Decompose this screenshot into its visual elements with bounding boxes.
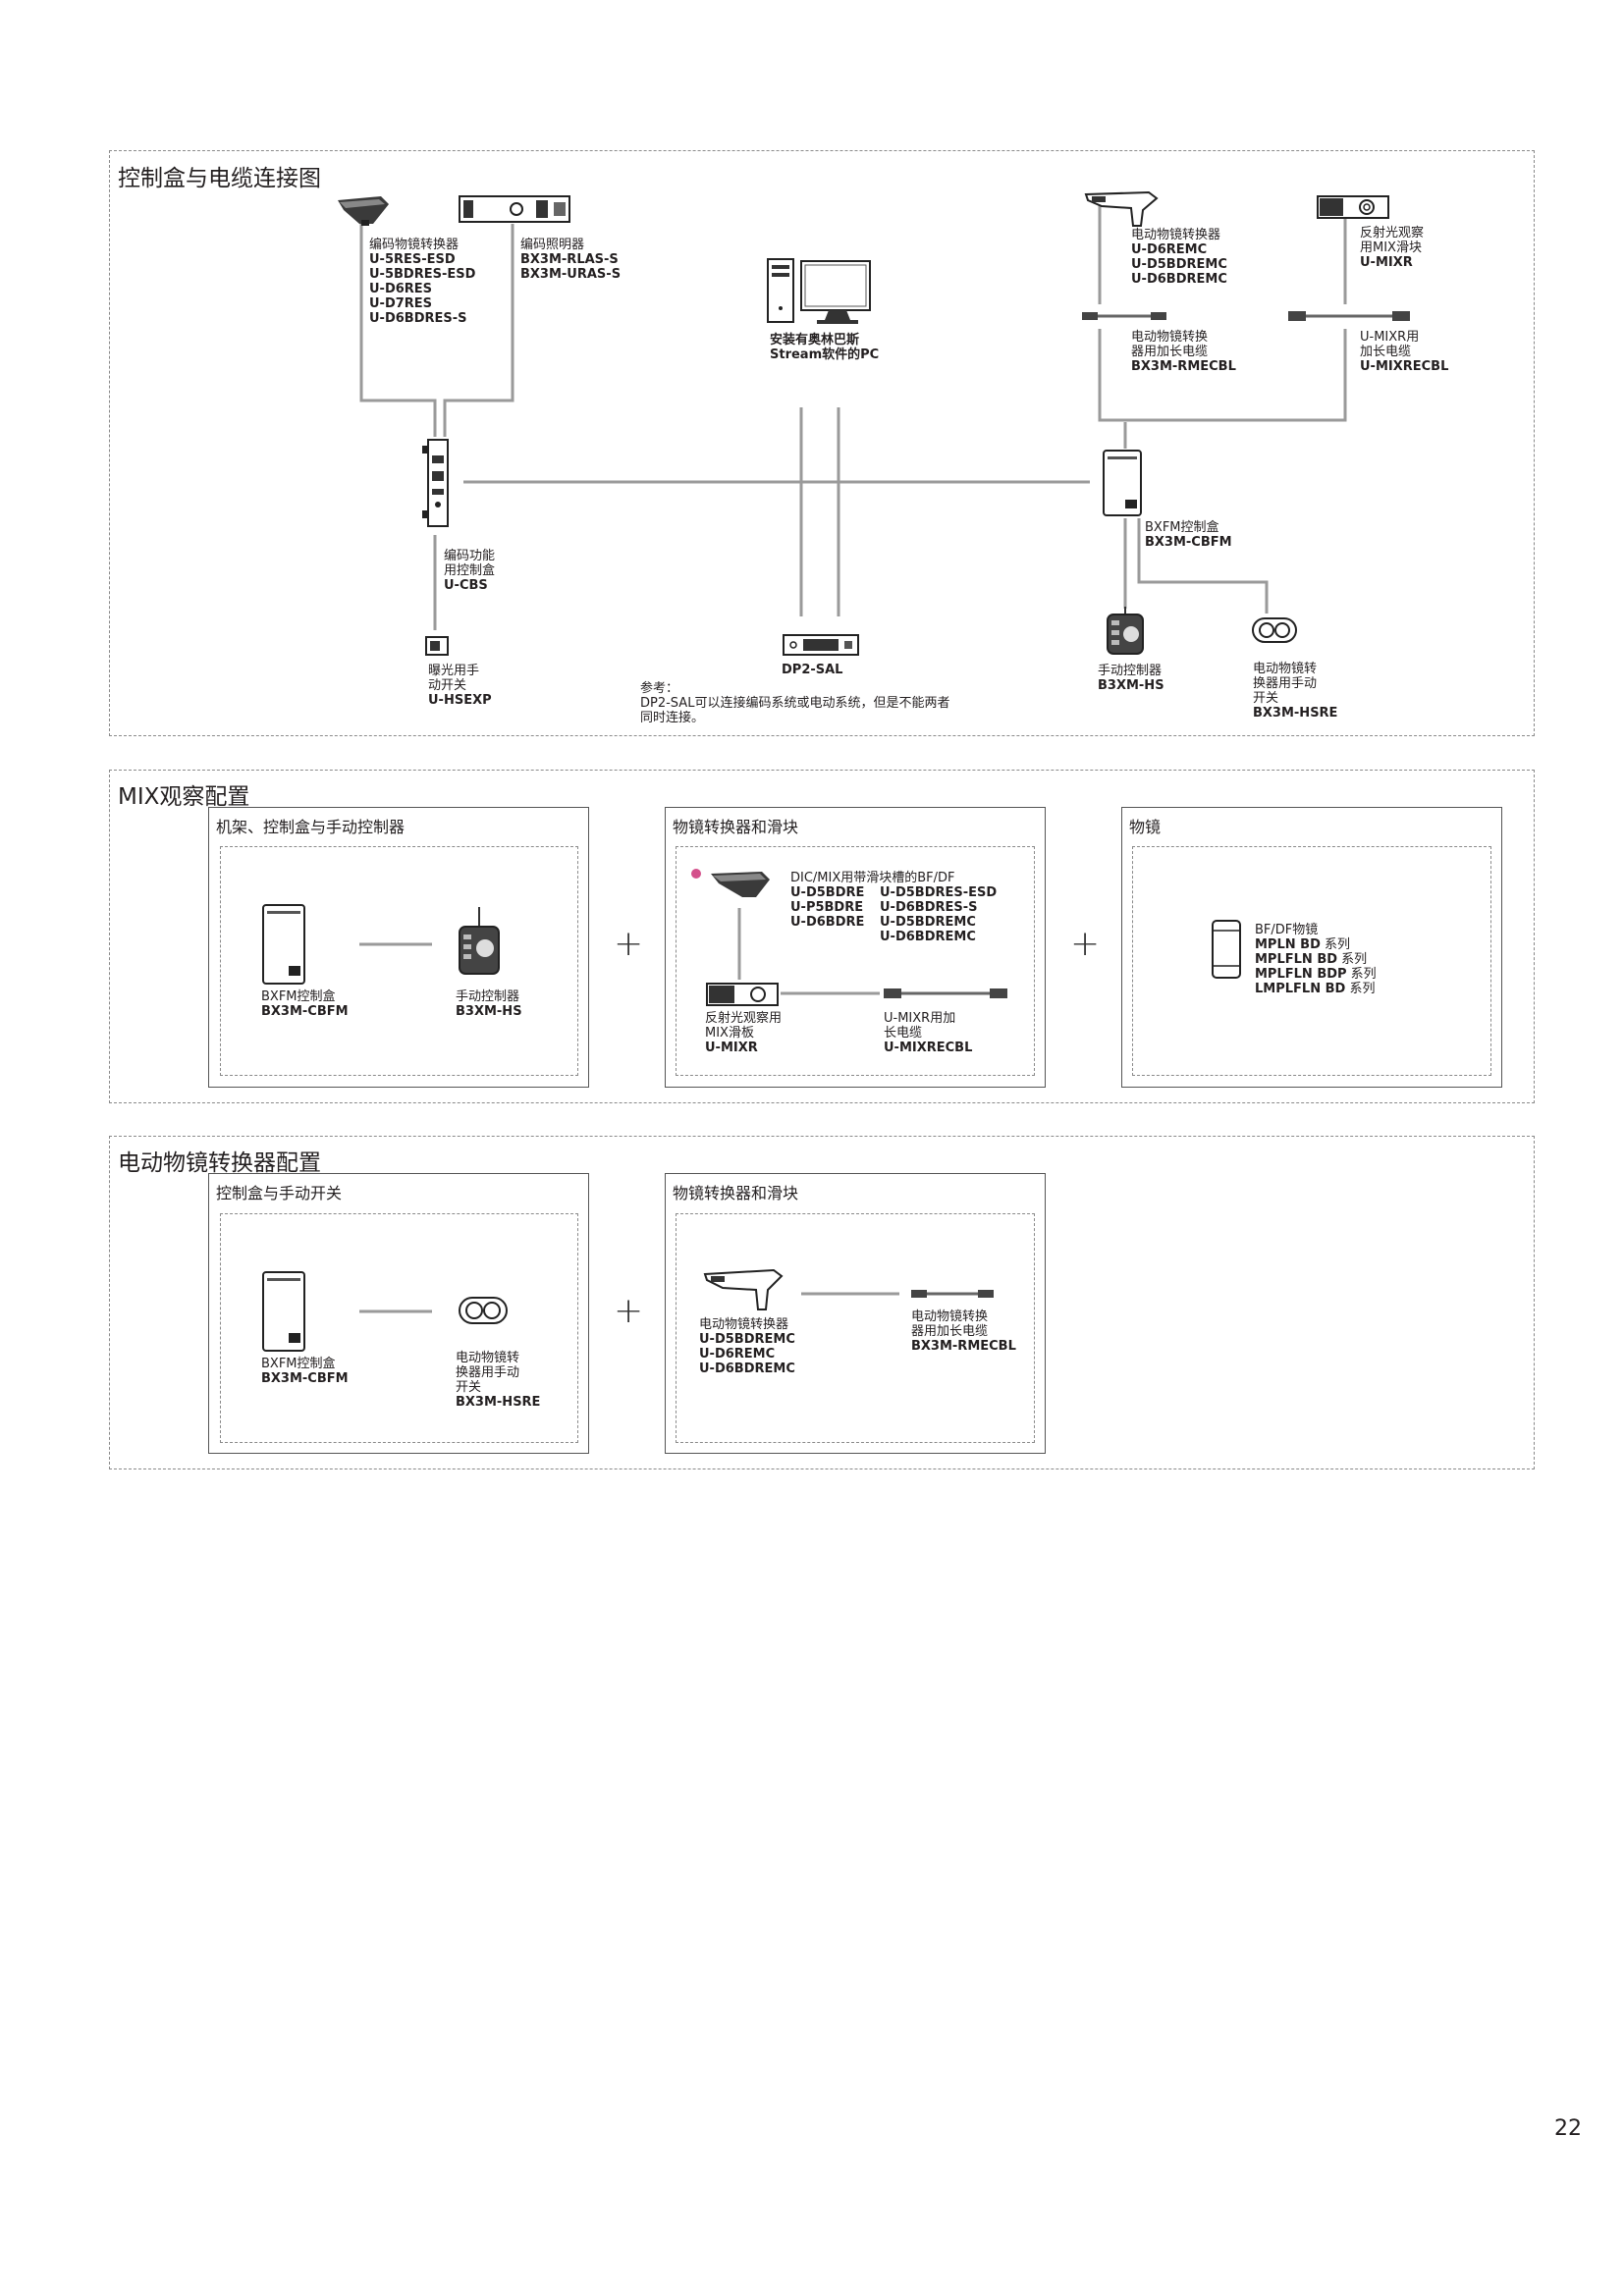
hand-switch-hsre-label-s3: 电动物镜转 换器用手动 开关 BX3M-HSRE — [456, 1351, 541, 1410]
illuminator-label: 编码照明器 BX3M-RLAS-S BX3M-URAS-S — [520, 238, 622, 282]
panel-frame-control — [208, 807, 589, 1088]
mix-slider-label: 反射光观察 用MIX滑块 U-MIXR — [1360, 226, 1425, 270]
mix-cable-icon-s2 — [884, 988, 1007, 998]
mix-cable-label: U-MIXR用 加长电缆 U-MIXRECBL — [1360, 330, 1449, 374]
control-box-cbs-icon — [422, 439, 449, 527]
rme-cable-icon-s3 — [911, 1290, 994, 1298]
section-title-motor-nosepiece: 电动物镜转换器配置 — [118, 1150, 321, 1176]
hand-controller-label-s2: 手动控制器 B3XM-HS — [456, 989, 522, 1019]
cbfm-label-s3: BXFM控制盒 BX3M-CBFM — [261, 1357, 349, 1386]
page-number: 22 — [1554, 2116, 1582, 2141]
control-box-cbfm-icon — [1103, 450, 1142, 516]
rme-cable-icon — [1082, 312, 1166, 320]
inner-frame-control — [220, 846, 578, 1076]
plus-sign-2: + — [1070, 924, 1101, 964]
dp2-sal-label: DP2-SAL — [782, 663, 843, 677]
motor-nosepiece-icon — [1084, 190, 1159, 227]
hand-switch-hsre-icon — [1252, 617, 1297, 643]
objective-label: BF/DF物镜 MPLN BD 系列 MPLFLN BD 系列 MPLFLN B… — [1255, 923, 1377, 996]
bfdf-nosepiece-models-col2: U-D5BDRES-ESD U-D6BDRES-S U-D5BDREMC U-D… — [880, 885, 998, 944]
objective-icon — [1212, 920, 1241, 979]
cbfm-box-icon — [262, 904, 305, 985]
encoded-nosepiece-label: 编码物镜转换器 U-5RES-ESD U-5BDRES-ESD U-D6RES … — [369, 238, 476, 326]
bfdf-nosepiece-label: DIC/MIX用带滑块槽的BF/DF — [790, 871, 955, 885]
panel-control-switch — [208, 1173, 589, 1454]
section-motor-nosepiece — [109, 1136, 1535, 1469]
section-mix-observation — [109, 770, 1535, 1103]
bfdf-nosepiece-models-col1: U-D5BDRE U-P5BDRE U-D6BDRE — [790, 885, 865, 930]
hand-controller-icon-s2 — [459, 907, 500, 975]
panel-objectives — [1121, 807, 1502, 1088]
mix-slider-icon-s2 — [706, 983, 779, 1006]
dp2-sal-icon — [783, 634, 859, 656]
panel-title-nosepiece-slider-s3: 物镜转换器和滑块 — [673, 1184, 799, 1202]
panel-title-frame-control: 机架、控制盒与手动控制器 — [216, 818, 406, 836]
section-cable-connection — [109, 150, 1535, 736]
inner-control-switch — [220, 1213, 578, 1443]
encoded-nosepiece-icon — [338, 196, 389, 226]
bfdf-nosepiece-icon — [711, 872, 770, 897]
mix-cable-label-s2: U-MIXR用加 长电缆 U-MIXRECBL — [884, 1011, 973, 1055]
motor-nosepiece-label: 电动物镜转换器 U-D6REMC U-D5BDREMC U-D6BDREMC — [1131, 228, 1227, 287]
inner-nosepiece-slider-s3 — [676, 1213, 1035, 1443]
encoded-illuminator-icon — [459, 195, 570, 223]
motor-nosepiece-label-s3: 电动物镜转换器 U-D5BDREMC U-D6REMC U-D6BDREMC — [699, 1317, 795, 1376]
panel-nosepiece-slider-s3 — [665, 1173, 1046, 1454]
mix-cable-icon — [1288, 311, 1410, 321]
rme-cable-label: 电动物镜转换 器用加长电缆 BX3M-RMECBL — [1131, 330, 1236, 374]
inner-objectives — [1132, 846, 1491, 1076]
motor-nosepiece-icon-s3 — [703, 1268, 784, 1310]
inner-nosepiece-slider — [676, 846, 1035, 1076]
section-title-mix-observation: MIX观察配置 — [118, 784, 250, 810]
control-box-cbfm-label: BXFM控制盒 BX3M-CBFM — [1145, 520, 1232, 550]
pc-label: 安装有奥林巴斯 Stream软件的PC — [770, 333, 880, 362]
exposure-switch-icon — [425, 636, 449, 656]
panel-nosepiece-slider — [665, 807, 1046, 1088]
hand-switch-hsre-icon-s3 — [459, 1297, 508, 1324]
mix-slider-icon — [1317, 195, 1389, 219]
pc-icon — [767, 258, 871, 324]
cbfm-label-s2: BXFM控制盒 BX3M-CBFM — [261, 989, 349, 1019]
panel-title-nosepiece-slider: 物镜转换器和滑块 — [673, 818, 799, 836]
plus-sign-3: + — [614, 1291, 644, 1331]
mix-slider-label-s2: 反射光观察用 MIX滑板 U-MIXR — [705, 1011, 783, 1055]
section-title-cable-connection: 控制盒与电缆连接图 — [118, 166, 321, 191]
hand-controller-icon — [1107, 607, 1144, 655]
hand-switch-hsre-label: 电动物镜转 换器用手动 开关 BX3M-HSRE — [1253, 662, 1338, 721]
panel-title-objectives: 物镜 — [1129, 818, 1162, 836]
exposure-switch-label: 曝光用手 动开关 U-HSEXP — [428, 664, 492, 708]
cbfm-box-icon-s3 — [262, 1271, 305, 1352]
panel-title-control-switch: 控制盒与手动开关 — [216, 1184, 343, 1202]
control-box-cbs-label: 编码功能 用控制盒 U-CBS — [444, 549, 496, 593]
reference-note: 参考： DP2-SAL可以连接编码系统或电动系统，但是不能两者 同时连接。 — [640, 681, 950, 725]
plus-sign-1: + — [614, 924, 644, 964]
rme-cable-label-s3: 电动物镜转换 器用加长电缆 BX3M-RMECBL — [911, 1309, 1016, 1354]
hand-controller-label: 手动控制器 B3XM-HS — [1098, 664, 1164, 693]
